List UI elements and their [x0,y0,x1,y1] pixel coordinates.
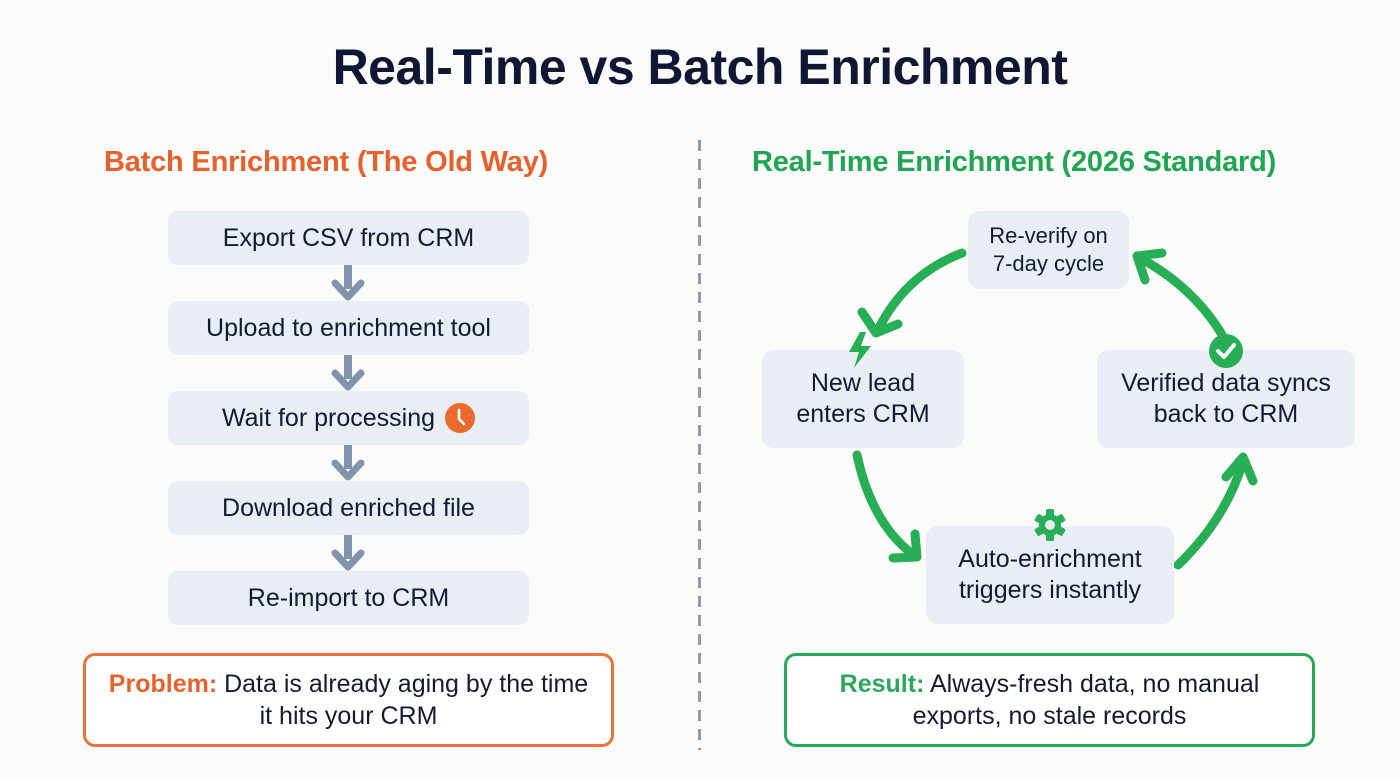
arrow-down-icon [331,355,365,391]
arrow-down-icon [331,265,365,301]
step-label: Upload to enrichment tool [206,313,491,342]
batch-step-export: Export CSV from CRM [168,211,529,265]
step-label: Re-import to CRM [247,583,450,612]
step-label: Export CSV from CRM [222,223,475,252]
problem-lead: Problem: [108,670,218,698]
problem-text: Data is already aging by the time it hit… [217,670,589,730]
step-label: Download enriched file [222,493,475,522]
realtime-heading: Real-Time Enrichment (2026 Standard) [752,146,1277,178]
section-divider [698,140,701,750]
clock-icon [445,403,476,433]
gear-icon [1034,509,1066,541]
problem-callout: Problem: Data is already aging by the ti… [83,653,614,747]
arrow-down-icon [331,535,365,571]
result-text: Always-fresh data, no manual exports, no… [912,670,1260,730]
result-lead: Result: [839,670,925,698]
batch-step-upload: Upload to enrichment tool [168,301,529,355]
cycle-node-auto-enrich: Auto-enrichment triggers instantly [926,526,1174,624]
batch-heading: Batch Enrichment (The Old Way) [104,146,549,178]
batch-step-reimport: Re-import to CRM [168,571,529,625]
arrow-down-icon [331,445,365,481]
node-label: Verified data syncs back to CRM [1121,369,1331,428]
batch-step-wait: Wait for processing [168,391,529,445]
batch-step-download: Download enriched file [168,481,529,535]
node-label: Re-verify on 7-day cycle [989,223,1108,276]
page-title: Real-Time vs Batch Enrichment [332,39,1068,95]
lightning-icon [849,332,871,368]
step-label: Wait for processing [221,403,436,432]
cycle-node-reverify: Re-verify on 7-day cycle [968,211,1129,289]
node-label: Auto-enrichment triggers instantly [958,545,1142,604]
node-label: New lead enters CRM [796,369,930,428]
result-callout: Result: Always-fresh data, no manual exp… [784,653,1315,747]
cycle-node-new-lead: New lead enters CRM [762,350,964,448]
check-circle-icon [1209,334,1243,368]
